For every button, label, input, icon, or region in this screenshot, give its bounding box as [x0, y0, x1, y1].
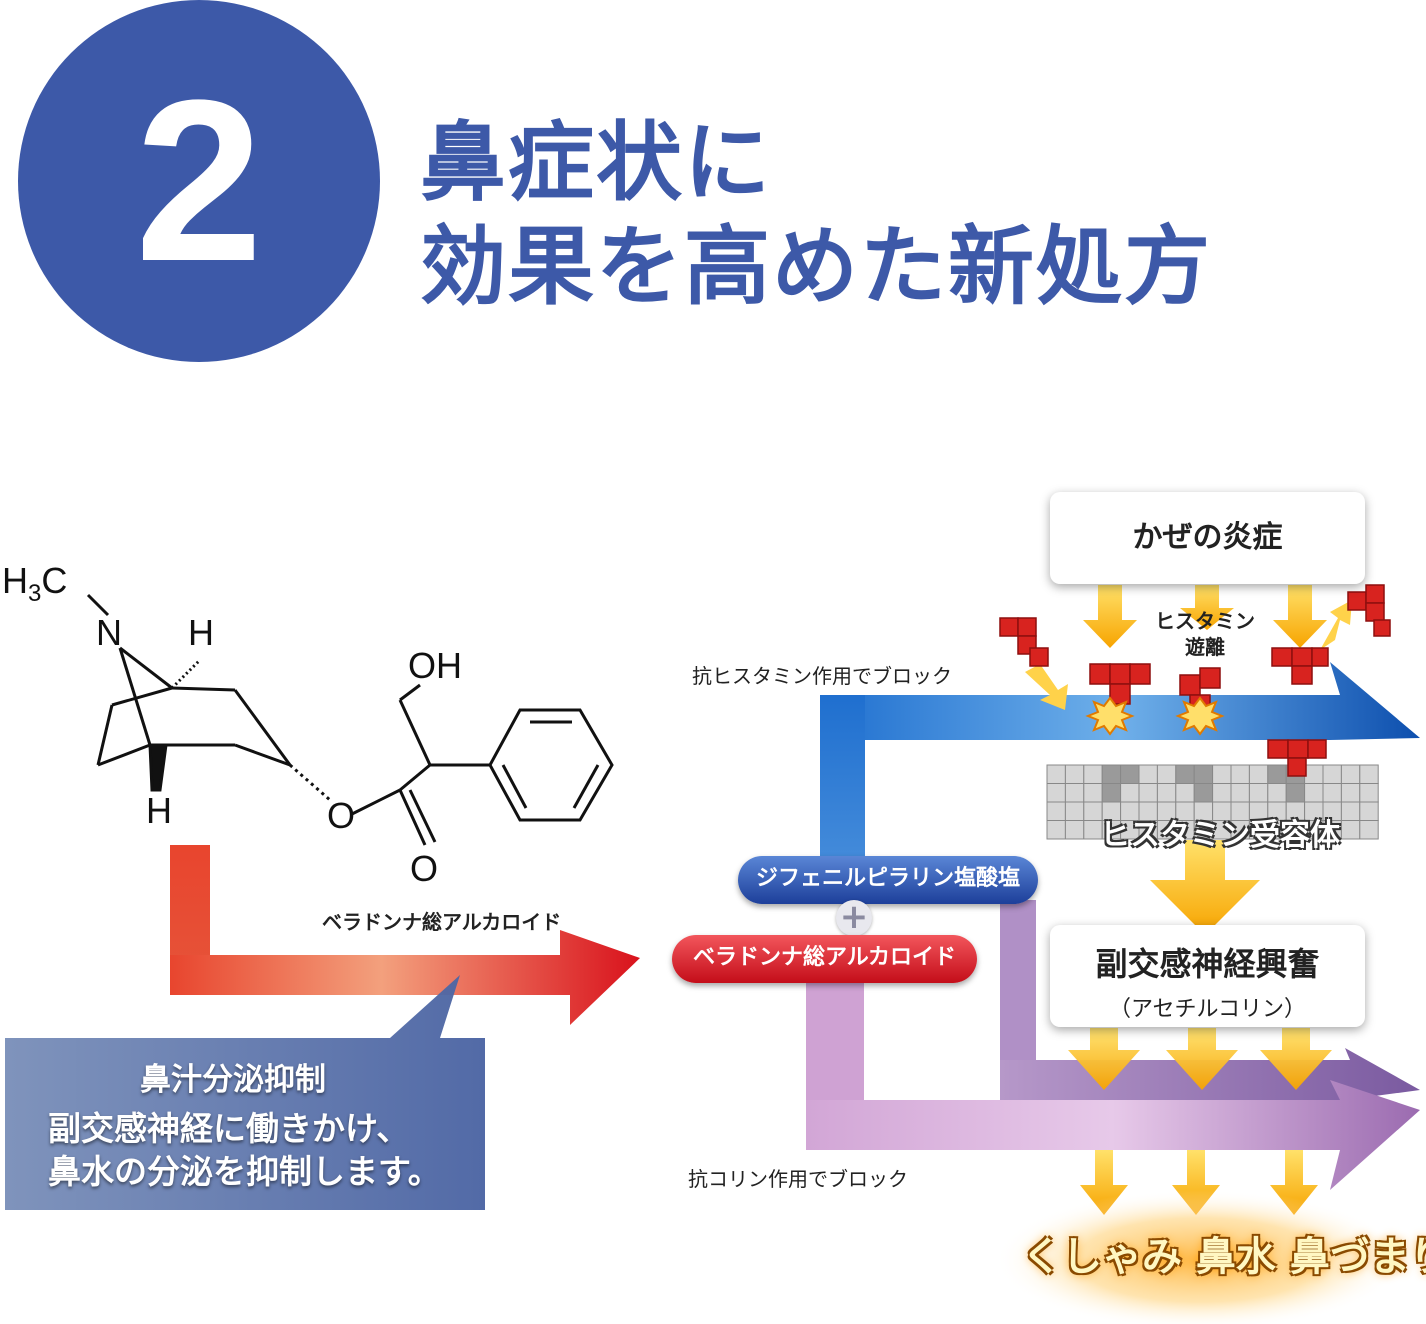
- receptor-cell: [1046, 820, 1066, 840]
- headline-line-2: 効果を高めた新処方: [420, 217, 1212, 317]
- receptor-cell: [1046, 801, 1066, 821]
- callout-body-line-2: 鼻水の分泌を抑制します。: [48, 1152, 441, 1191]
- receptor-cell: [1340, 783, 1361, 803]
- receptor-cell: [1083, 764, 1103, 784]
- anticholinergic-block-label: 抗コリン作用でブロック: [688, 1167, 908, 1191]
- drug-pill-belladonna: ベラドンナ総アルカロイド: [672, 935, 977, 983]
- receptor-cell: [1046, 783, 1066, 803]
- receptor-cell: [1138, 783, 1158, 803]
- plus-icon: +: [836, 900, 872, 936]
- receptor-cell: [1175, 764, 1195, 784]
- headline-line-1: 鼻症状に: [420, 113, 772, 213]
- belladonna-molecule-structure: [86, 593, 614, 846]
- molecule-h-top: H: [188, 612, 214, 653]
- receptor-cell: [1212, 783, 1232, 803]
- parasympathetic-subtitle: （アセチルコリン）: [1108, 997, 1307, 1022]
- receptor-cell: [1248, 783, 1269, 803]
- histamine-receptor-grid: [1046, 764, 1379, 840]
- molecule-o-carbonyl: O: [410, 848, 439, 889]
- parasympathetic-box: 副交感神経興奮 （アセチルコリン）: [1050, 925, 1365, 1027]
- molecule-label: ベラドンナ総アルカロイド: [322, 910, 562, 934]
- yellow-down-arrow-large: [1150, 840, 1260, 935]
- receptor-cell: [1322, 783, 1342, 803]
- number-badge-text: 2: [135, 52, 263, 309]
- symptom-glow: [995, 1190, 1405, 1324]
- belladonna-red-arrow: [170, 845, 640, 1025]
- receptor-cell: [1340, 801, 1361, 821]
- receptor-cell: [1083, 783, 1103, 803]
- receptor-cell: [1064, 764, 1085, 784]
- receptor-cell: [1267, 783, 1287, 803]
- receptor-cell: [1156, 764, 1177, 784]
- molecule-nitrogen: N: [96, 612, 122, 653]
- receptor-cell: [1064, 783, 1085, 803]
- histamine-receptor-label: ヒスタミン受容体: [1100, 818, 1340, 853]
- receptor-cell: [1138, 764, 1158, 784]
- receptor-cell: [1193, 783, 1214, 803]
- receptor-cell: [1248, 764, 1269, 784]
- histamine-release-arrows: [1025, 585, 1352, 710]
- receptor-cell: [1193, 764, 1214, 784]
- receptor-cell: [1230, 764, 1250, 784]
- receptor-cell: [1359, 801, 1379, 821]
- anticholinergic-purple-arrow-lower: [806, 960, 1420, 1190]
- receptor-cell: [1322, 764, 1342, 784]
- callout-title: 鼻汁分泌抑制: [140, 1062, 326, 1098]
- receptor-cell: [1064, 801, 1085, 821]
- receptor-cell: [1359, 783, 1379, 803]
- receptor-cell: [1340, 764, 1361, 784]
- receptor-cell: [1101, 783, 1122, 803]
- molecule-oh: OH: [408, 645, 462, 686]
- receptor-cell: [1101, 764, 1122, 784]
- molecule-methyl-group: H3C: [2, 560, 68, 608]
- receptor-cell: [1230, 783, 1250, 803]
- receptor-cell: [1046, 764, 1066, 784]
- receptor-cell: [1285, 783, 1306, 803]
- receptor-cell: [1212, 764, 1232, 784]
- histamine-release-label: ヒスタミン 遊離: [1155, 609, 1255, 659]
- receptor-cell: [1120, 764, 1140, 784]
- antihistamine-block-label: 抗ヒスタミン作用でブロック: [692, 664, 952, 688]
- parasympathetic-title: 副交感神経興奮: [1095, 945, 1320, 983]
- receptor-cell: [1156, 783, 1177, 803]
- receptor-cell: [1359, 820, 1379, 840]
- receptor-cell: [1064, 820, 1085, 840]
- receptor-cell: [1304, 764, 1324, 784]
- cold-inflammation-box: かぜの炎症: [1050, 492, 1365, 584]
- receptor-cell: [1267, 764, 1287, 784]
- molecule-h-bottom: H: [146, 790, 172, 831]
- molecule-o-ester: O: [327, 795, 356, 836]
- receptor-cell: [1304, 783, 1324, 803]
- receptor-cell: [1359, 764, 1379, 784]
- receptor-cell: [1340, 820, 1361, 840]
- symptoms-label: くしゃみ 鼻水 鼻づまり: [1022, 1234, 1426, 1280]
- drug-pill-diphenylpyraline: ジフェニルピラリン塩酸塩: [738, 856, 1038, 904]
- number-badge: [18, 0, 380, 362]
- receptor-cell: [1120, 783, 1140, 803]
- callout-shape: [5, 975, 485, 1210]
- histamine-molecules: [999, 584, 1391, 777]
- block-bursts: [1085, 696, 1225, 736]
- callout-body-line-1: 副交感神経に働きかけ、: [48, 1109, 410, 1148]
- receptor-cell: [1175, 783, 1195, 803]
